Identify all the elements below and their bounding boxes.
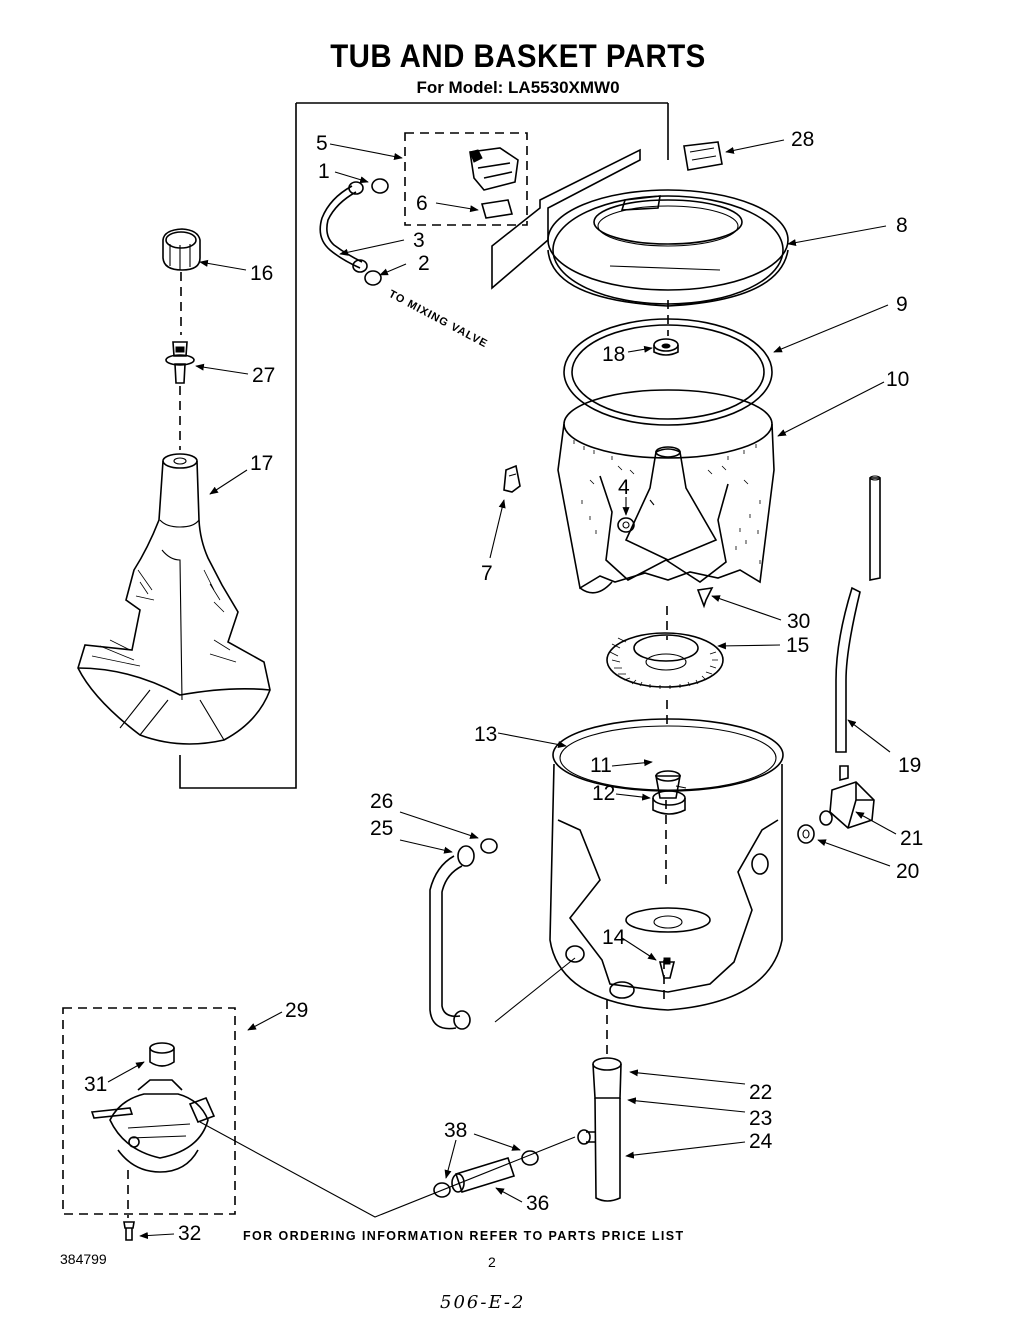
cover-plate — [683, 141, 723, 171]
basket-screw — [696, 586, 714, 609]
callout-21: 21 — [900, 827, 923, 850]
callout-5: 5 — [316, 132, 328, 155]
callout-25: 25 — [370, 817, 393, 840]
callout-26: 26 — [370, 790, 393, 813]
callout-30: 30 — [787, 610, 810, 633]
shaft-seal — [655, 770, 687, 799]
inlet-kit-box — [404, 132, 528, 226]
callout-leaders — [107, 139, 897, 1240]
shaft-bearing — [652, 790, 686, 815]
basket-nut — [653, 338, 679, 356]
callout-32: 32 — [178, 1222, 201, 1245]
document-number: 384799 — [60, 1251, 107, 1267]
callout-28: 28 — [791, 128, 814, 151]
callout-1: 1 — [318, 160, 330, 183]
center-axis-line — [606, 606, 668, 1060]
callout-9: 9 — [896, 293, 908, 316]
callout-31: 31 — [84, 1073, 107, 1096]
overflow-hose — [835, 475, 881, 753]
agitator-cam — [165, 341, 195, 384]
callout-8: 8 — [896, 214, 908, 237]
callout-23: 23 — [749, 1107, 772, 1130]
inlet-seal — [480, 199, 514, 219]
tub-plug — [658, 957, 676, 979]
pump-connector-hose — [451, 1157, 516, 1193]
callout-19: 19 — [898, 754, 921, 777]
pump-connection-line — [199, 1121, 576, 1218]
diagram-title: TUB AND BASKET PARTS — [330, 38, 706, 74]
callout-2: 2 — [418, 252, 430, 275]
callout-29: 29 — [285, 999, 308, 1022]
agitator — [77, 453, 271, 745]
page-number: 2 — [488, 1254, 496, 1270]
callout-16: 16 — [250, 262, 273, 285]
callout-27: 27 — [252, 364, 275, 387]
model-subtitle: For Model: LA5530XMW0 — [416, 78, 620, 97]
basket-drive-bushing — [617, 499, 655, 533]
callout-3: 3 — [413, 229, 425, 252]
drain-hose — [429, 845, 475, 1030]
callout-38: 38 — [444, 1119, 467, 1142]
clutch-drum — [606, 632, 724, 689]
callout-20: 20 — [896, 860, 919, 883]
mixing-valve-note: TO MIXING VALVE — [387, 288, 490, 350]
callout-13: 13 — [474, 723, 497, 746]
callout-22: 22 — [749, 1081, 772, 1104]
basket-clip — [503, 464, 521, 493]
pump-group-box — [62, 1007, 236, 1215]
callout-18: 18 — [602, 343, 625, 366]
agitator-group-boundary — [179, 103, 297, 789]
callout-numbers: 1 2 3 4 5 6 7 8 9 10 11 12 13 14 15 16 1… — [84, 128, 923, 1245]
drain-hose-clamp — [480, 838, 498, 854]
inlet-nozzle — [469, 147, 519, 191]
pump-mounting-screw — [123, 1221, 135, 1241]
pump-assembly — [90, 1042, 216, 1173]
wash-basket — [557, 389, 775, 594]
callout-6: 6 — [416, 192, 428, 215]
tub-ring — [547, 189, 789, 307]
callout-15: 15 — [786, 634, 809, 657]
callout-14: 14 — [602, 926, 626, 949]
callout-4: 4 — [618, 476, 630, 499]
callout-10: 10 — [886, 368, 909, 391]
agitator-cap — [162, 228, 201, 271]
drain-hose-leader — [494, 957, 576, 1023]
tub-grommet — [797, 824, 815, 844]
callout-12: 12 — [592, 782, 615, 805]
callout-36: 36 — [526, 1192, 549, 1215]
inlet-hose — [319, 181, 368, 273]
callout-11: 11 — [590, 754, 612, 777]
hose-clamp — [364, 178, 389, 286]
air-dome-valve — [819, 765, 875, 829]
callout-7: 7 — [481, 562, 493, 585]
sump-hose — [577, 1057, 622, 1202]
callout-24: 24 — [749, 1130, 773, 1153]
ordering-information-note: FOR ORDERING INFORMATION REFER TO PARTS … — [243, 1229, 685, 1243]
callout-17: 17 — [250, 452, 273, 475]
handwritten-code: 506-E-2 — [440, 1292, 526, 1313]
